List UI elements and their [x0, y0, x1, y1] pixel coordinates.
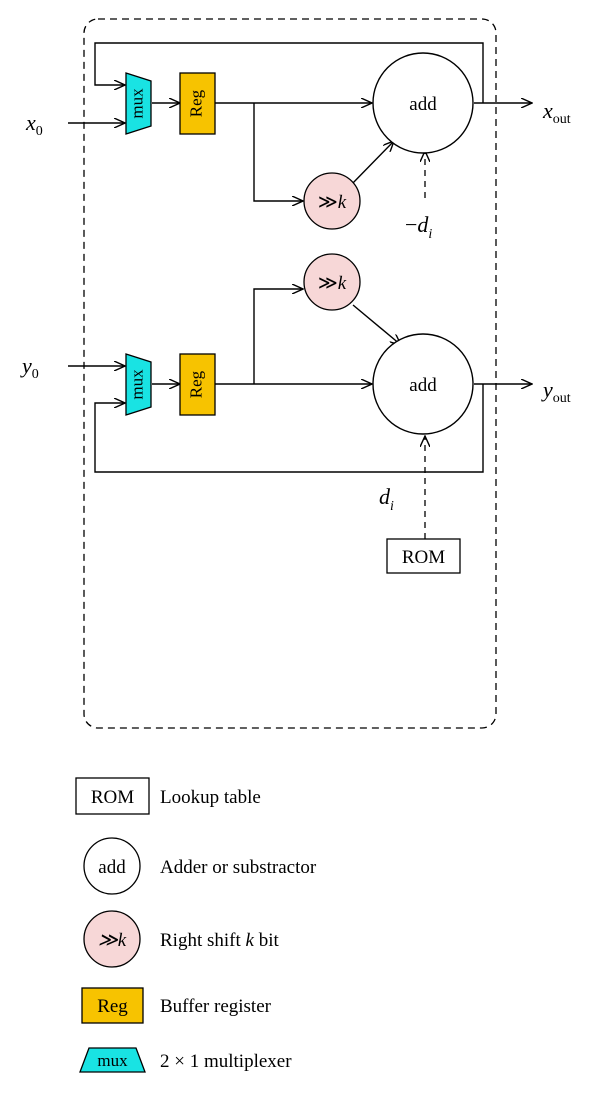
- x0-label: x0: [25, 110, 43, 139]
- x-mux: mux: [125, 72, 152, 135]
- legend-item-shift: ≫k Right shift k bit: [83, 910, 279, 968]
- legend-item-adder: add Adder or substractor: [83, 837, 317, 895]
- yout-label: yout: [541, 377, 571, 406]
- y-branch-to-shift-wire: [253, 289, 303, 384]
- legend-adder-text: Adder or substractor: [160, 857, 317, 878]
- neg-di-base: d: [417, 212, 429, 237]
- y-reg: Reg: [179, 353, 216, 416]
- x-adder: add: [372, 52, 474, 154]
- legend-shift-text-suffix: bit: [254, 930, 280, 951]
- legend-shift-text-prefix: Right shift: [160, 930, 246, 951]
- legend-item-reg: Reg Buffer register: [81, 987, 272, 1024]
- y-shift-var: k: [338, 273, 347, 294]
- legend: ROM Lookup table add Adder or substracto…: [75, 777, 317, 1073]
- legend-shift-symbol-label: ≫k: [98, 930, 127, 951]
- x-shift-var: k: [338, 192, 347, 213]
- y0-label: y0: [20, 353, 39, 382]
- legend-shift-text: Right shift k bit: [160, 930, 279, 951]
- di-label: di: [379, 484, 394, 514]
- x-adder-label: add: [409, 94, 437, 115]
- y-shift-to-add-wire: [352, 304, 401, 345]
- y-adder-label: add: [409, 375, 437, 396]
- legend-rom-symbol: [75, 777, 150, 815]
- yout-sub: out: [553, 391, 571, 406]
- legend-reg-text: Buffer register: [160, 996, 272, 1017]
- x-shift-to-add-wire: [349, 141, 394, 187]
- legend-adder-symbol-label: add: [98, 857, 126, 878]
- legend-mux-symbol-label: mux: [97, 1051, 128, 1070]
- legend-adder-symbol: [83, 837, 141, 895]
- xout-label: xout: [542, 98, 571, 127]
- y-mux: mux: [125, 353, 152, 416]
- y-reg-label: Reg: [186, 370, 205, 398]
- neg-di-sub: i: [428, 227, 432, 242]
- di-sub: i: [390, 499, 394, 514]
- y-shift-label: ≫k: [318, 273, 347, 294]
- y-adder: add: [372, 333, 474, 435]
- xout-base: x: [542, 98, 553, 123]
- legend-mux-text: 2 × 1 multiplexer: [160, 1051, 292, 1072]
- legend-item-mux: mux 2 × 1 multiplexer: [79, 1047, 292, 1073]
- y0-base: y: [20, 353, 32, 378]
- x-reg-label: Reg: [186, 89, 205, 117]
- x-feedback-wire: [94, 42, 484, 103]
- y-shift: ≫k: [303, 253, 361, 311]
- x-shift-label: ≫k: [318, 192, 347, 213]
- neg-di-label: −di: [405, 212, 432, 242]
- x-branch-to-shift-wire: [253, 103, 303, 201]
- legend-rom-symbol-label: ROM: [91, 787, 134, 808]
- x-shift-symbol: ≫: [318, 192, 338, 213]
- neg-di-minus: −: [405, 212, 417, 237]
- module-boundary: [83, 18, 497, 729]
- legend-shift-text-var: k: [246, 930, 255, 951]
- legend-rom-text: Lookup table: [160, 787, 261, 808]
- yout-base: y: [541, 377, 553, 402]
- x-shift: ≫k: [303, 172, 361, 230]
- x-reg: Reg: [179, 72, 216, 135]
- y0-sub: 0: [32, 367, 39, 382]
- rom-block: ROM: [386, 538, 461, 574]
- x0-base: x: [25, 110, 36, 135]
- y-shift-symbol: ≫: [318, 273, 338, 294]
- legend-item-rom: ROM Lookup table: [75, 777, 261, 815]
- y-feedback-wire: [94, 384, 484, 473]
- di-base: d: [379, 484, 391, 509]
- x-mux-label: mux: [127, 88, 146, 119]
- xout-sub: out: [553, 112, 571, 127]
- y-mux-label: mux: [127, 369, 146, 400]
- legend-reg-symbol-label: Reg: [97, 996, 128, 1017]
- x0-sub: 0: [36, 124, 43, 139]
- legend-reg-symbol: [81, 987, 144, 1024]
- legend-shift-symbol: [83, 910, 141, 968]
- rom-label: ROM: [402, 547, 445, 568]
- legend-mux-symbol: [79, 1047, 146, 1073]
